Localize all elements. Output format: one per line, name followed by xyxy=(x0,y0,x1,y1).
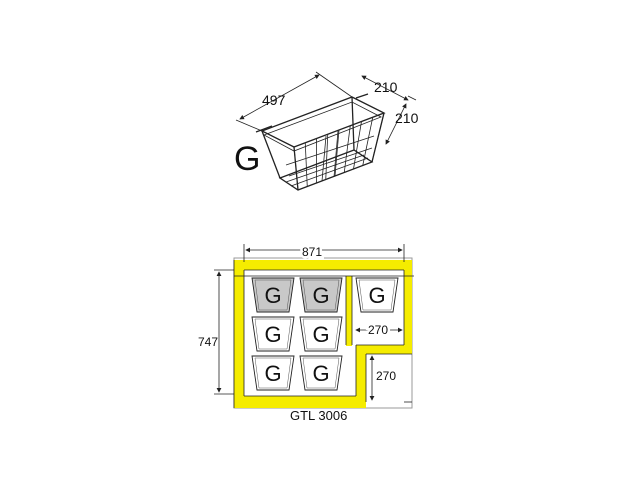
bin-label: G xyxy=(264,322,281,347)
basket-bin: G xyxy=(251,316,295,352)
basket-bin: G xyxy=(251,277,295,313)
bin-inner-outline xyxy=(302,357,340,389)
frame-right-upper xyxy=(404,270,412,354)
bin-label: G xyxy=(264,283,281,308)
bin-outline xyxy=(251,316,295,352)
basket-height-label: 210 xyxy=(395,110,419,126)
frame-step-side xyxy=(356,345,366,408)
step-height-label: 270 xyxy=(376,369,396,383)
bin-label: G xyxy=(312,283,329,308)
basket-bin: G xyxy=(299,316,343,352)
frame-divider xyxy=(346,276,352,346)
bin-outline xyxy=(251,355,295,391)
bin-label: G xyxy=(312,361,329,386)
freezer-width-dimension: 871 xyxy=(243,243,405,262)
bin-label: G xyxy=(312,322,329,347)
bin-inner-outline xyxy=(302,279,340,311)
basket-wire xyxy=(293,146,299,191)
frame-top xyxy=(234,260,412,270)
freezer-width-label: 871 xyxy=(302,245,322,259)
basket-height-dimension: 210 xyxy=(385,103,419,145)
basket-bin: G xyxy=(355,277,399,313)
basket-wire xyxy=(362,117,374,166)
freezer-height-label: 747 xyxy=(198,335,218,349)
bin-outline xyxy=(299,316,343,352)
frame-step-top xyxy=(356,345,412,354)
frame-left xyxy=(234,270,244,408)
bin-label: G xyxy=(368,283,385,308)
frame-bottom xyxy=(234,396,366,408)
bin-inner-outline xyxy=(254,279,292,311)
basket-wire xyxy=(304,142,308,187)
model-label: GTL 3006 xyxy=(290,408,347,423)
basket-width-dimension: 210 xyxy=(361,75,417,101)
freezer-frame-edges xyxy=(233,260,414,408)
basket-wire xyxy=(334,129,340,177)
bin-inner-outline xyxy=(358,279,396,311)
basket-wire xyxy=(325,134,329,180)
basket-wire xyxy=(353,121,362,170)
basket-length-label: 497 xyxy=(262,92,286,108)
bin-outline xyxy=(355,277,399,313)
basket-bin: G xyxy=(299,277,343,313)
basket-type-label: G xyxy=(234,140,260,178)
step-height-dimension: 270 xyxy=(369,355,396,401)
step-width-dimension: 270 xyxy=(355,321,403,340)
step-width-label: 270 xyxy=(368,323,388,337)
bin-inner-outline xyxy=(254,357,292,389)
wire-basket-illustration xyxy=(255,93,386,191)
freezer-frame-parts xyxy=(234,260,412,408)
bin-inner-outline xyxy=(302,318,340,350)
basket-length-dimension: 497 xyxy=(235,71,353,132)
freezer-height-dimension: 747 xyxy=(198,269,234,395)
basket-wire xyxy=(343,125,351,173)
bin-label: G xyxy=(264,361,281,386)
bin-inner-outline xyxy=(254,318,292,350)
bin-outline xyxy=(251,277,295,313)
basket-wire xyxy=(371,112,385,163)
basket-width-label: 210 xyxy=(374,79,398,95)
basket-bin: G xyxy=(299,355,343,391)
basket-bin: G xyxy=(251,355,295,391)
bin-outline xyxy=(299,277,343,313)
bin-outline xyxy=(299,355,343,391)
